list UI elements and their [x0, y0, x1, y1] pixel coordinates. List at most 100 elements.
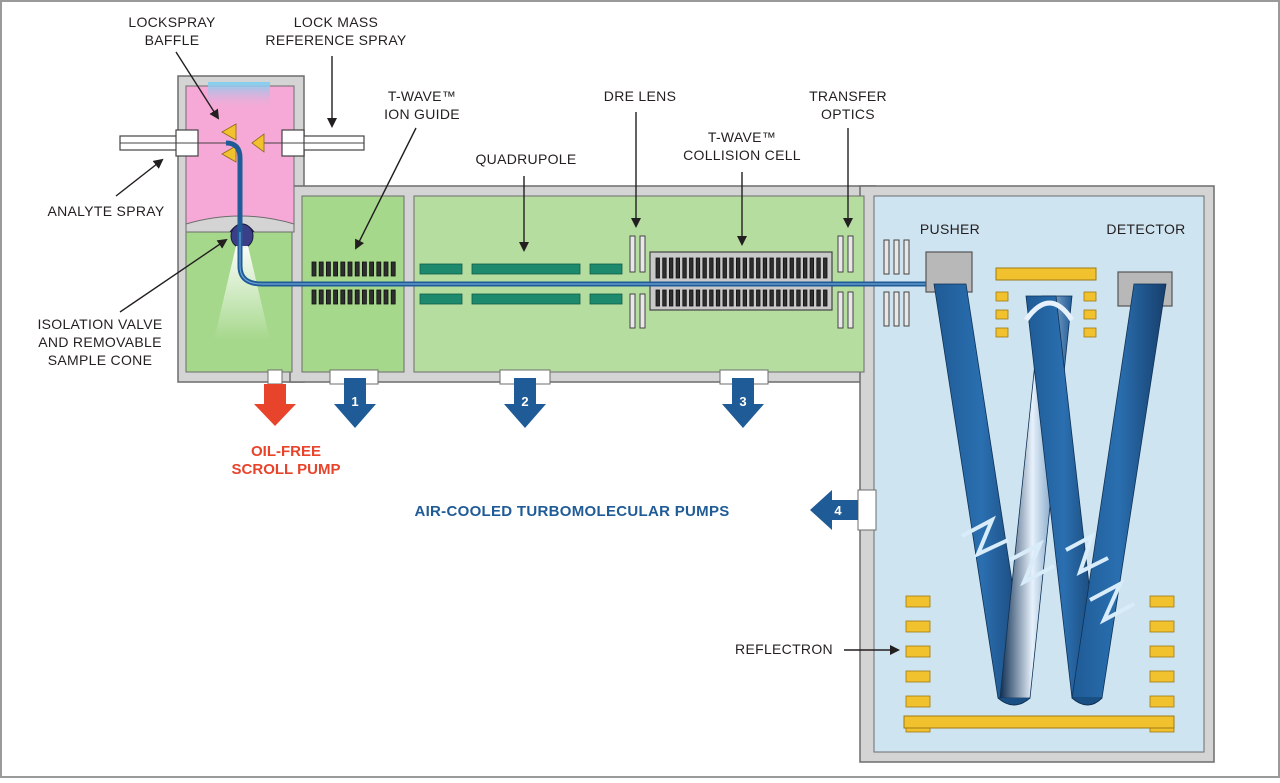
collision-cell-ring — [702, 289, 707, 307]
lockspray-baffle-label-2: BAFFLE — [145, 32, 200, 48]
ion-guide-ring — [347, 289, 353, 305]
isolation-valve-label-2: AND REMOVABLE — [38, 334, 161, 350]
reflectron-electrode — [905, 695, 931, 708]
collision-cell-ring — [796, 289, 801, 307]
collision-cell-ring — [729, 257, 734, 279]
collision-cell-ring — [722, 289, 727, 307]
ion-guide-ring — [347, 261, 353, 277]
collision-cell-ring — [702, 257, 707, 279]
ion-guide-ring — [325, 289, 331, 305]
pump-2-number: 2 — [521, 394, 528, 409]
reflectron-electrode — [1149, 695, 1175, 708]
collision-cell-rings — [655, 257, 828, 307]
pump-1-arrow — [334, 378, 376, 428]
upper-electrode — [995, 309, 1009, 320]
transfer-optics-label-1: TRANSFER — [809, 88, 887, 104]
upper-electrodes — [995, 291, 1097, 338]
reflectron-electrode — [905, 595, 931, 608]
ion-guide-ring — [376, 289, 382, 305]
dre-lens — [629, 235, 646, 329]
ion-guide-ring — [340, 261, 346, 277]
collision-cell-ring — [762, 289, 768, 307]
collision-cell-ring — [776, 257, 781, 279]
pusher-label: PUSHER — [920, 221, 980, 237]
ion-guide-ring — [354, 261, 360, 277]
tof-analyser — [903, 251, 1175, 733]
collision-cell-ring — [756, 257, 761, 279]
collision-cell-ring — [709, 257, 714, 279]
collision-cell-ring — [695, 257, 701, 279]
source-details — [119, 123, 365, 340]
collision-cell-ring — [803, 289, 808, 307]
ion-guide-ring — [354, 289, 360, 305]
collision-cell-ring — [655, 257, 660, 279]
ion-guide-ring — [383, 261, 389, 277]
ion-guide-ring — [383, 289, 389, 305]
reflectron-electrode — [1149, 670, 1175, 683]
collision-cell-ring — [769, 289, 774, 307]
collision-cell-ring — [736, 289, 741, 307]
ion-guide-label-1: T-WAVE™ — [388, 88, 456, 104]
collision-cell-ring — [762, 257, 768, 279]
collision-cell-ring — [736, 257, 741, 279]
collision-cell-ring — [816, 257, 821, 279]
reflectron-electrode — [905, 670, 931, 683]
collision-cell-label-1: T-WAVE™ — [708, 129, 776, 145]
isolation-valve-label-3: SAMPLE CONE — [48, 352, 152, 368]
collision-cell-ring — [809, 289, 814, 307]
upper-electrode — [995, 327, 1009, 338]
collision-cell-ring — [662, 289, 667, 307]
ion-guide-ring — [318, 261, 324, 277]
upper-electrode — [1083, 291, 1097, 302]
collision-cell-ring — [742, 289, 747, 307]
tw-ion-guide-rings — [311, 261, 396, 305]
upper-electrode — [995, 291, 1009, 302]
ion-guide-ring — [333, 289, 339, 305]
ion-guide-ring — [390, 261, 396, 277]
collision-cell-ring — [675, 289, 680, 307]
scroll-pump-label-2: SCROLL PUMP — [232, 461, 341, 478]
collision-cell-ring — [782, 257, 788, 279]
collision-cell-ring — [682, 257, 687, 279]
lockspray-baffle-label-1: LOCKSPRAY — [128, 14, 216, 30]
lockmass-baffle — [251, 133, 265, 153]
collision-cell-ring — [749, 257, 754, 279]
collision-cell-ring — [803, 257, 808, 279]
w-flight-path — [933, 283, 1167, 706]
leader-lines — [115, 51, 900, 655]
reflectron-electrode — [905, 620, 931, 633]
collision-cell-ring — [682, 289, 687, 307]
baffle-lower — [221, 145, 237, 163]
collision-cell-ring — [782, 289, 788, 307]
ion-guide-ring — [390, 289, 396, 305]
lock-mass-label-2: REFERENCE SPRAY — [265, 32, 407, 48]
ion-guide-label-2: ION GUIDE — [384, 106, 460, 122]
reflectron-electrode — [1149, 620, 1175, 633]
transfer-optics — [837, 235, 910, 329]
collision-cell-ring — [689, 257, 694, 279]
top-plate — [995, 267, 1097, 281]
collision-cell-ring — [662, 257, 667, 279]
pump-4-arrow — [810, 490, 858, 530]
dre-lens-label: DRE LENS — [604, 88, 676, 104]
ion-guide-ring — [325, 261, 331, 277]
collision-cell-ring — [669, 289, 674, 307]
collision-cell-ring — [729, 289, 734, 307]
analyte-spray-label: ANALYTE SPRAY — [48, 203, 165, 219]
collision-cell-ring — [789, 257, 794, 279]
collision-cell-ring — [675, 257, 680, 279]
quadrupole-rods — [419, 263, 623, 305]
ion-guide-ring — [311, 261, 317, 277]
reflectron-back-plate — [903, 715, 1175, 729]
ion-guide-ring — [311, 289, 317, 305]
reflectron-electrode — [905, 645, 931, 658]
ion-guide-ring — [376, 261, 382, 277]
ion-guide-ring — [369, 261, 375, 277]
collision-cell-ring — [669, 257, 674, 279]
collision-cell-ring — [823, 257, 828, 279]
collision-cell-ring — [695, 289, 701, 307]
collision-cell-ring — [756, 289, 761, 307]
quadrupole-label: QUADRUPOLE — [475, 151, 576, 167]
collision-cell-ring — [809, 257, 814, 279]
upper-electrode — [1083, 309, 1097, 320]
